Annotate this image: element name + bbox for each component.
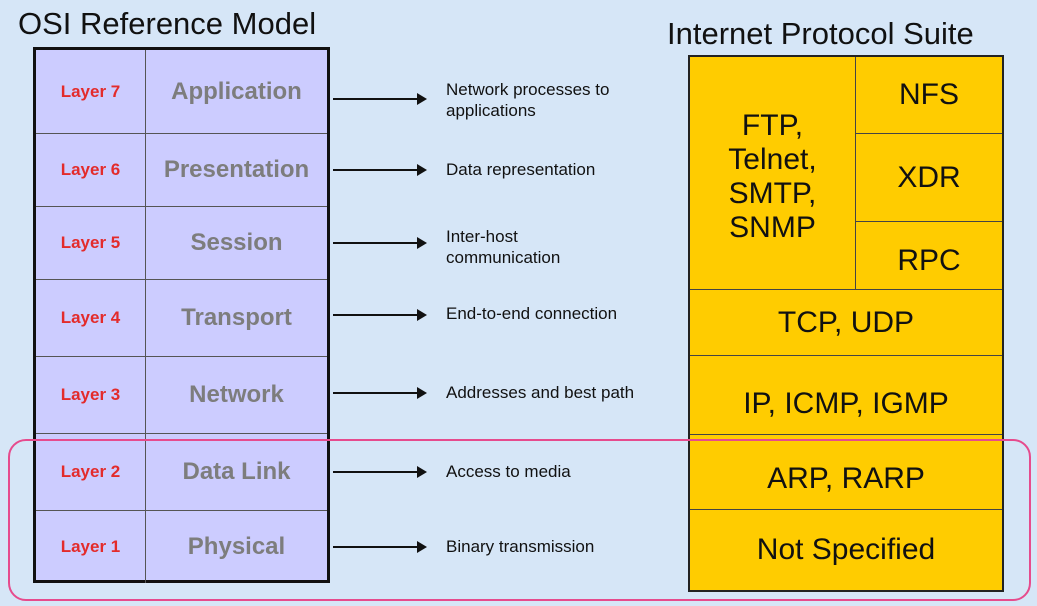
arrow-layer-2 [333, 466, 427, 478]
layer-number: Layer 6 [36, 134, 146, 206]
layer-number: Layer 4 [36, 280, 146, 356]
ips-link: ARP, RARP [690, 434, 1002, 509]
ips-table: FTP, Telnet, SMTP, SNMP NFS XDR RPC TCP,… [688, 55, 1004, 592]
osi-title: OSI Reference Model [18, 6, 317, 41]
ips-protocol: FTP, [741, 109, 804, 142]
arrow-layer-4 [333, 309, 427, 321]
osi-row-layer-4: Layer 4 Transport [36, 280, 327, 357]
desc-layer-2: Access to media [446, 461, 686, 482]
arrow-layer-1 [333, 541, 427, 553]
desc-layer-3: Addresses and best path [446, 382, 686, 403]
ips-app-protocols: FTP, Telnet, SMTP, SNMP [690, 57, 855, 289]
desc-line: Access to media [446, 462, 571, 481]
layer-number: Layer 7 [36, 50, 146, 133]
layer-name: Session [190, 229, 283, 256]
layer-name: Application [171, 77, 302, 105]
osi-row-layer-1: Layer 1 Physical [36, 511, 327, 583]
layer-name: Network [189, 381, 284, 408]
ips-xdr: XDR [855, 133, 1002, 221]
desc-line: End-to-end connection [446, 304, 618, 323]
layer-number: Layer 1 [36, 511, 146, 583]
desc-layer-4: End-to-end connection [446, 303, 686, 324]
layer-number: Layer 2 [36, 434, 146, 510]
osi-row-layer-6: Layer 6 Presentation [36, 134, 327, 207]
desc-layer-6: Data representation [446, 159, 686, 180]
arrow-layer-5 [333, 237, 427, 249]
desc-layer-7: Network processes to applications [446, 79, 686, 121]
desc-line: applications [446, 101, 536, 120]
ips-rpc: RPC [855, 221, 1002, 289]
layer-name: Presentation [163, 156, 310, 183]
osi-row-layer-3: Layer 3 Network [36, 357, 327, 434]
layer-name: Physical [187, 533, 286, 560]
osi-row-layer-2: Layer 2 Data Link [36, 434, 327, 511]
layer-name: Data Link [182, 458, 291, 485]
layer-name: Transport [181, 304, 292, 331]
desc-line: Addresses and best path [446, 383, 635, 402]
osi-row-layer-5: Layer 5 Session [36, 207, 327, 280]
ips-protocol: SMTP, [728, 177, 817, 210]
layer-number: Layer 3 [36, 357, 146, 433]
ips-internet: IP, ICMP, IGMP [690, 355, 1002, 434]
desc-line: communication [446, 248, 561, 267]
desc-line: Network processes to [446, 80, 610, 99]
ips-physical: Not Specified [690, 509, 1002, 590]
ips-protocol: Telnet, [728, 143, 817, 176]
desc-layer-1: Binary transmission [446, 536, 686, 557]
arrow-layer-6 [333, 164, 427, 176]
desc-line: Data representation [446, 160, 596, 179]
ips-protocol: SNMP [729, 211, 816, 244]
layer-number: Layer 5 [36, 207, 146, 279]
osi-table: Layer 7 Application Layer 6 Presentation… [33, 47, 330, 583]
osi-row-layer-7: Layer 7 Application [36, 50, 327, 134]
ips-transport: TCP, UDP [690, 289, 1002, 355]
arrow-layer-7 [333, 93, 427, 105]
arrow-layer-3 [333, 387, 427, 399]
ips-nfs: NFS [855, 57, 1002, 133]
desc-layer-5: Inter-host communication [446, 226, 686, 268]
desc-line: Inter-host [446, 227, 518, 246]
desc-line: Binary transmission [446, 537, 595, 556]
ips-title: Internet Protocol Suite [667, 16, 974, 51]
